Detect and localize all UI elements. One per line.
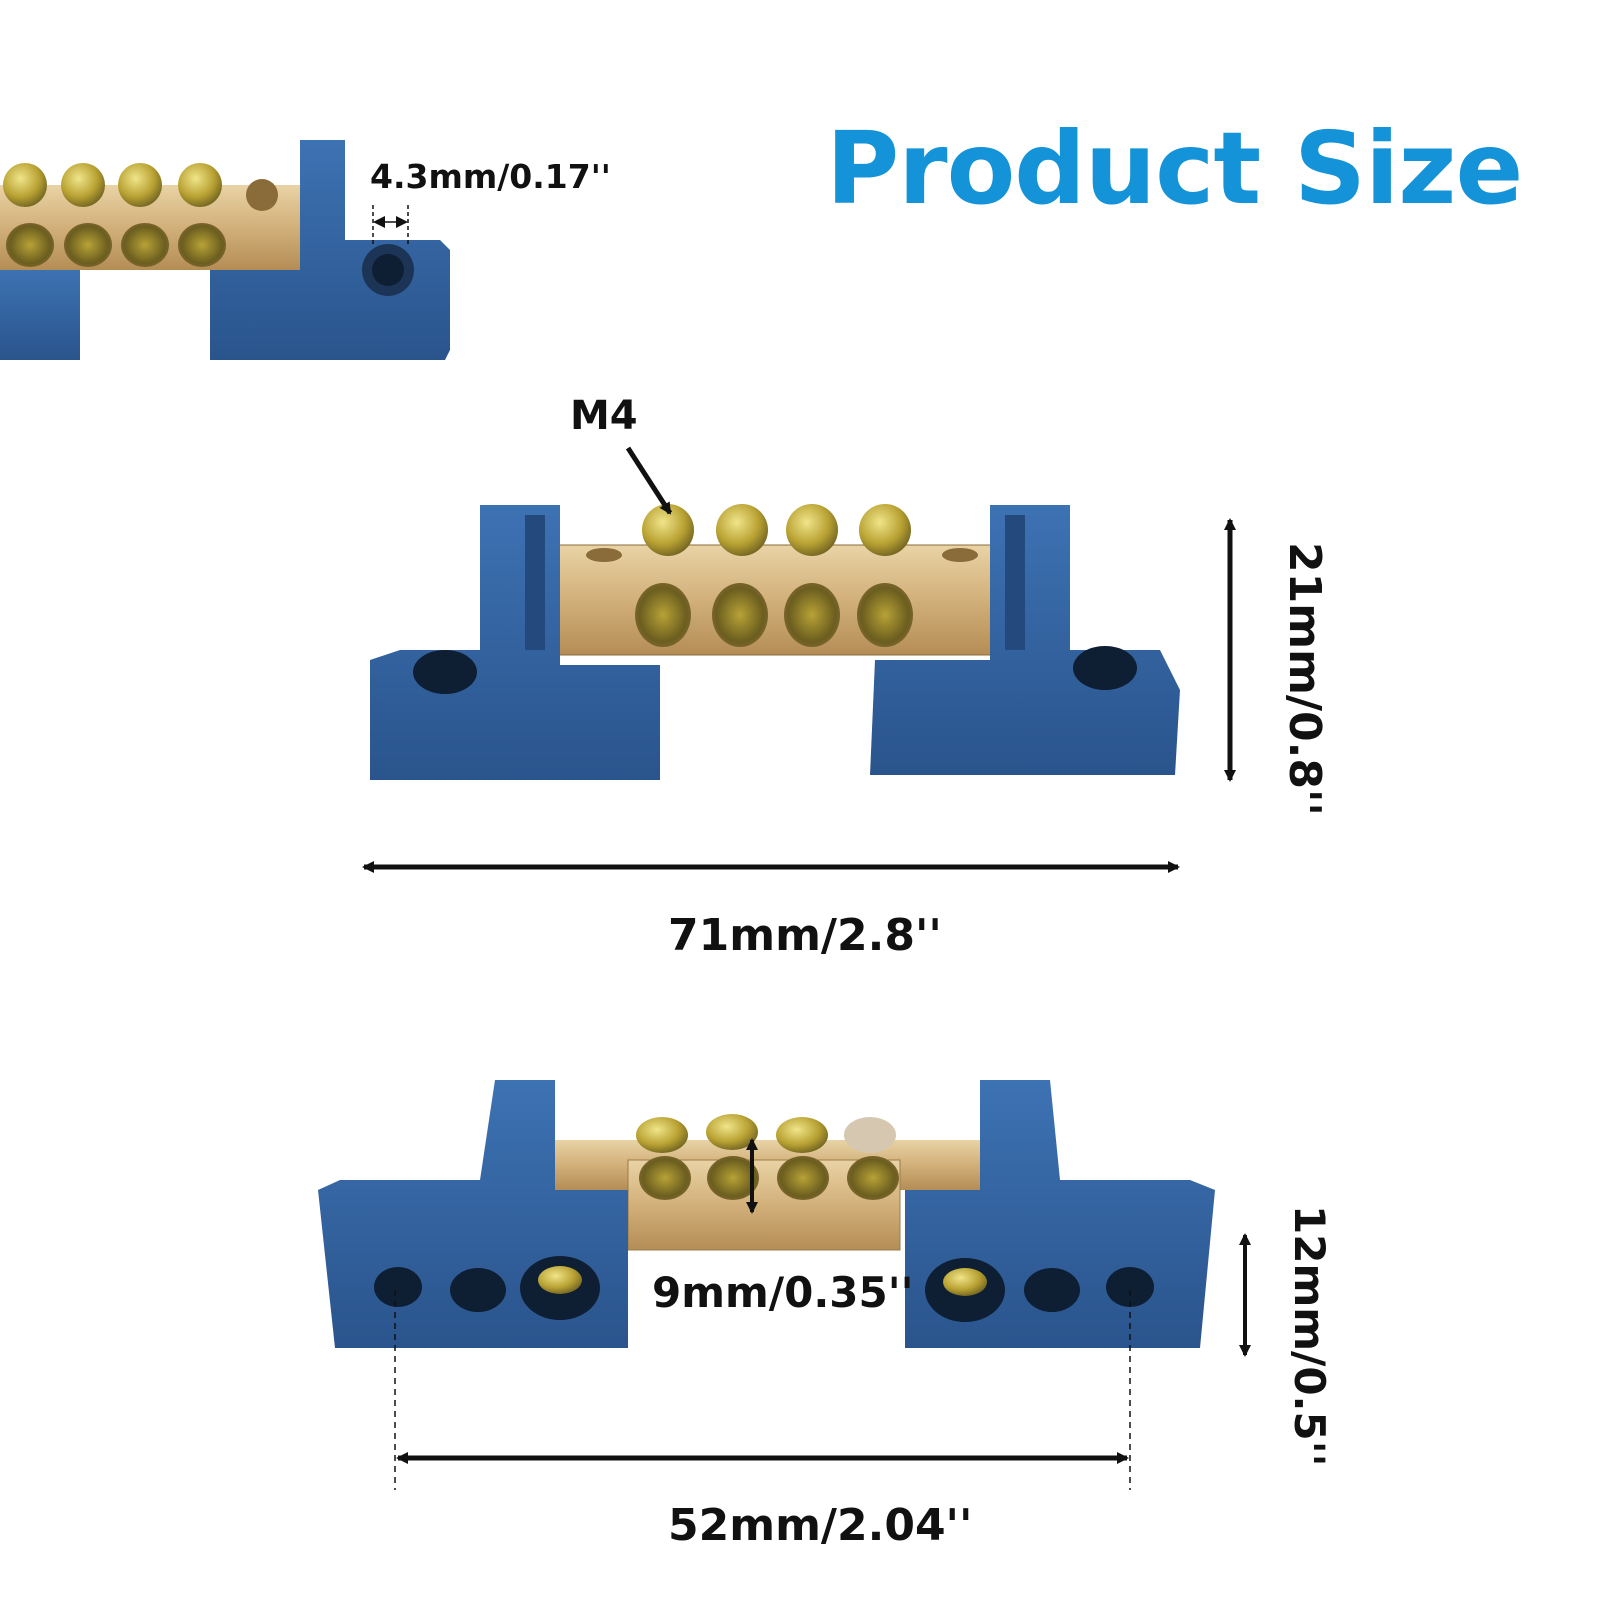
threaded-holes bbox=[635, 583, 913, 647]
front-view-busbar bbox=[362, 446, 1236, 873]
screw-row bbox=[636, 1114, 896, 1153]
detail-view-mounting-hole bbox=[0, 140, 450, 360]
threaded-holes bbox=[6, 223, 226, 267]
hole-diameter-label: 4.3mm/0.17'' bbox=[370, 157, 611, 196]
height-label: 21mm/0.8'' bbox=[1279, 542, 1330, 816]
bar-height-label: 9mm/0.35'' bbox=[652, 1268, 914, 1317]
screw-size-label: M4 bbox=[570, 393, 638, 439]
screw-row bbox=[3, 163, 278, 211]
top-view-busbar bbox=[318, 1080, 1251, 1490]
screw-row bbox=[642, 504, 911, 556]
overall-length-label: 71mm/2.8'' bbox=[668, 910, 942, 961]
page-title: Product Size bbox=[826, 110, 1523, 227]
bar-width-label: 12mm/0.5'' bbox=[1285, 1205, 1334, 1467]
mounting-distance-label: 52mm/2.04'' bbox=[668, 1500, 973, 1551]
